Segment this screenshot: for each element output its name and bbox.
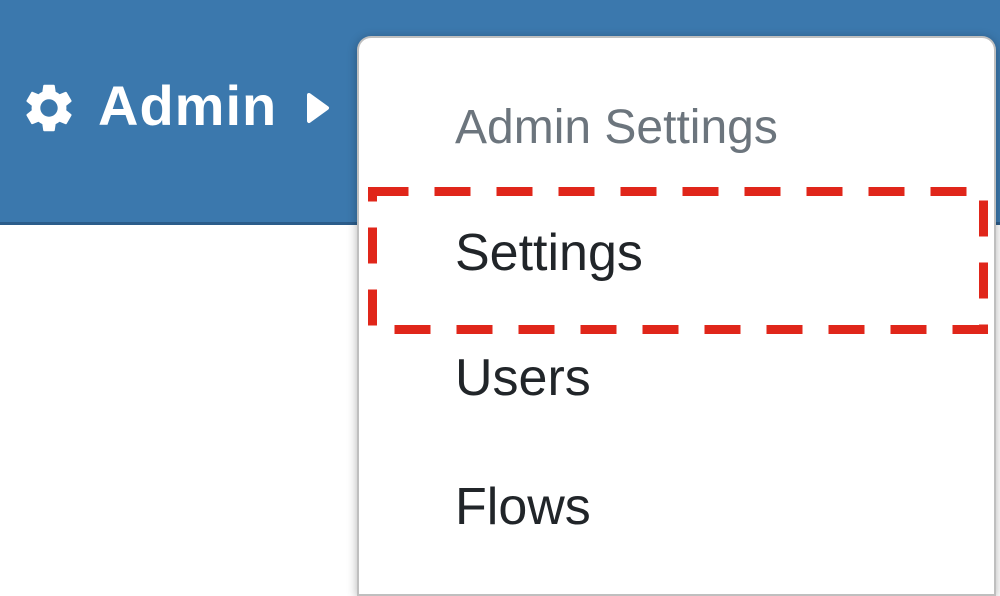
menu-section-header: Admin Settings — [455, 101, 778, 154]
gear-icon — [20, 76, 78, 140]
admin-dropdown-menu: Admin Settings Settings Users Flows — [357, 36, 996, 596]
menu-item-flows[interactable]: Flows — [455, 478, 591, 536]
caret-right-icon — [305, 90, 331, 126]
admin-menu-label: Admin — [98, 74, 278, 137]
menu-item-users[interactable]: Users — [455, 349, 591, 407]
admin-menu-trigger[interactable]: Admin — [20, 72, 331, 144]
menu-item-settings[interactable]: Settings — [455, 224, 643, 282]
